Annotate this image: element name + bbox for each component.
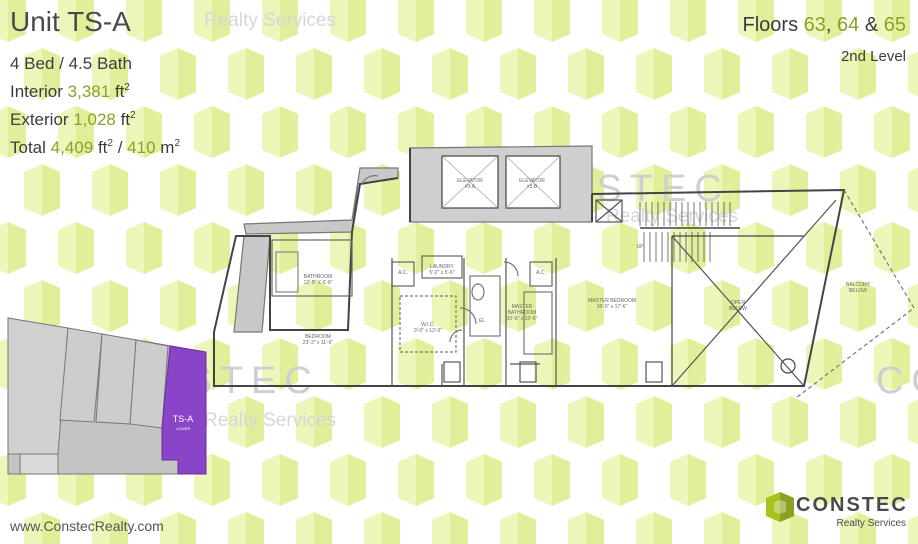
exterior-area: Exterior 1,028 ft2 (10, 104, 180, 132)
room-label-ac-1: A.C. (398, 270, 408, 276)
total-squared-ft: 2 (107, 138, 113, 149)
room-label-master-bedroom: MASTER BEDROOM 16'-0" x 17'-6" (587, 298, 637, 310)
floors-label: Floors (742, 14, 799, 36)
floors-heading: Floors 63, 64 & 65 (743, 14, 906, 37)
logo-word: CONSTEC (796, 494, 908, 516)
room-label-wic: W.I.C. 9'-0" x 13'-3" (414, 322, 442, 334)
key-plan-unit-name: TS-A (172, 414, 194, 424)
level-label: 2nd Level (840, 48, 906, 65)
floors-sep-1: , (825, 14, 832, 36)
total-value-m: 410 (127, 138, 156, 157)
logo-subtitle: Realty Services (836, 518, 906, 529)
room-label-balcony-below: BALCONY BELOW (846, 282, 870, 294)
watermark-realty-bottom: Realty Services (204, 410, 336, 431)
interior-label: Interior (10, 82, 63, 101)
room-label-laundry: LAUNDRY 5'-2" x 5'-6" (429, 264, 455, 276)
room-label-bathroom: BATHROOM 12'-5" X 6'-6" (303, 274, 333, 286)
room-label-elevator-a: ELEVATOR #3.A (457, 178, 483, 190)
room-label-open-below: OPEN BELOW (728, 300, 748, 312)
exterior-squared: 2 (130, 110, 136, 121)
floor-65: 65 (883, 14, 906, 36)
constec-logo: CONSTEC Realty Services (766, 490, 906, 534)
unit-title: Unit TS-A (10, 6, 131, 37)
key-plan-unit-sub: LOWER (175, 426, 191, 431)
watermark-realty-top: Realty Services (204, 10, 336, 31)
total-squared-m: 2 (174, 138, 180, 149)
key-plan-unit-highlight (161, 345, 207, 475)
total-value-ft: 4,409 (50, 138, 94, 157)
stair-label-up: UP (636, 244, 644, 250)
floor-63: 63 (803, 14, 826, 36)
exterior-value: 1,028 (73, 110, 116, 129)
room-label-master-bathroom: MASTER BATHROOM 10'-6" x 13'-6" (506, 304, 538, 322)
total-label: Total (10, 138, 46, 157)
room-label-elevator-b: ELEVATOR #3.B (519, 178, 545, 190)
floor-64: 64 (837, 14, 860, 36)
watermark-realty-mid: Realty Services (606, 206, 738, 227)
total-separator: / (117, 138, 123, 157)
watermark-constec-right: CONSTEC (876, 360, 918, 402)
interior-area: Interior 3,381 ft2 (10, 76, 180, 104)
bed-bath: 4 Bed / 4.5 Bath (10, 54, 132, 73)
exterior-unit: ft (120, 110, 131, 129)
unit-specs: 4 Bed / 4.5 Bath Interior 3,381 ft2 Exte… (10, 52, 180, 160)
room-label-bedroom: BEDROOM 23'-3" x 11'-6" (302, 334, 334, 346)
total-unit-m: m (160, 138, 175, 157)
total-area: Total 4,409 ft2 / 410 m2 (10, 132, 180, 160)
floors-sep-2: & (864, 14, 879, 36)
interior-unit: ft (114, 82, 125, 101)
interior-squared: 2 (124, 82, 130, 93)
constec-hexagon-icon (766, 492, 794, 522)
room-label-el: EL (478, 318, 486, 324)
total-unit-ft: ft (97, 138, 108, 157)
exterior-label: Exterior (10, 110, 69, 129)
website-link[interactable]: www.ConstecRealty.com (10, 518, 164, 534)
interior-value: 3,381 (67, 82, 111, 101)
room-label-ac-2: A.C. (536, 270, 546, 276)
key-plan-unit-label: TS-A LOWER (173, 414, 194, 434)
